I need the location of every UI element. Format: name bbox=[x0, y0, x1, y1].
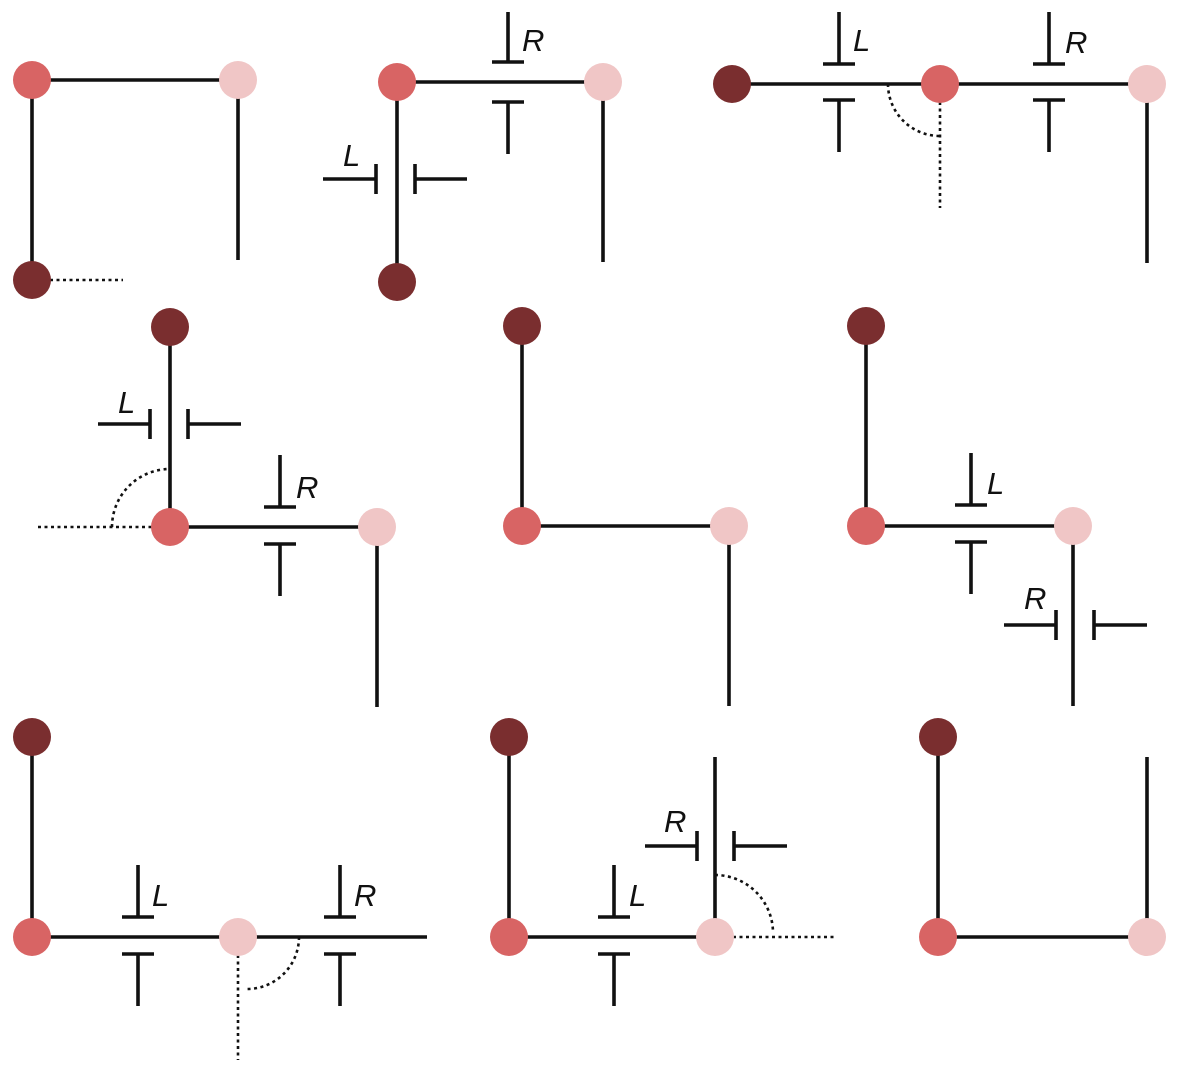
label-r: R bbox=[1065, 25, 1087, 60]
label-l: L bbox=[118, 385, 135, 420]
panel-7: L R bbox=[13, 718, 427, 1060]
panel-4: L R bbox=[38, 308, 396, 707]
left-marker: L bbox=[122, 865, 169, 1006]
right-marker: R bbox=[645, 804, 787, 861]
label-r: R bbox=[522, 23, 544, 58]
node-dark bbox=[847, 307, 885, 345]
dotted-arc bbox=[110, 467, 171, 528]
node-light bbox=[1128, 918, 1166, 956]
left-marker: L bbox=[598, 865, 646, 1006]
label-r: R bbox=[354, 878, 376, 913]
panel-6: L R bbox=[847, 307, 1147, 706]
right-marker: R bbox=[324, 865, 376, 1006]
left-marker: L bbox=[823, 12, 870, 152]
panel-2: R L bbox=[323, 12, 622, 301]
panel-9 bbox=[919, 718, 1166, 956]
node-dark bbox=[378, 263, 416, 301]
node-dark bbox=[503, 307, 541, 345]
panel-5 bbox=[503, 307, 748, 706]
node-mid bbox=[490, 918, 528, 956]
left-marker: L bbox=[955, 453, 1004, 594]
node-mid bbox=[503, 507, 541, 545]
node-dark bbox=[151, 308, 189, 346]
label-l: L bbox=[629, 878, 646, 913]
dotted-arc bbox=[246, 936, 301, 991]
node-light bbox=[1054, 507, 1092, 545]
label-l: L bbox=[152, 878, 169, 913]
left-marker: L bbox=[98, 385, 241, 439]
node-mid bbox=[378, 63, 416, 101]
right-marker: R bbox=[264, 455, 318, 596]
node-light bbox=[584, 63, 622, 101]
node-dark bbox=[919, 718, 957, 756]
label-l: L bbox=[853, 23, 870, 58]
node-mid bbox=[921, 65, 959, 103]
node-light bbox=[1128, 65, 1166, 103]
node-mid bbox=[13, 918, 51, 956]
right-marker: R bbox=[1004, 581, 1147, 640]
node-dark bbox=[13, 261, 51, 299]
label-r: R bbox=[664, 804, 686, 839]
panel-1 bbox=[13, 61, 257, 299]
node-mid bbox=[919, 918, 957, 956]
node-mid bbox=[847, 507, 885, 545]
panel-3: L R bbox=[713, 12, 1166, 263]
node-dark bbox=[490, 718, 528, 756]
right-marker: R bbox=[492, 12, 544, 154]
dotted-arc bbox=[886, 83, 941, 138]
node-dark bbox=[13, 718, 51, 756]
panel-8: L R bbox=[490, 718, 835, 1006]
node-light bbox=[358, 508, 396, 546]
node-light bbox=[219, 918, 257, 956]
node-light bbox=[696, 918, 734, 956]
dotted-arc bbox=[714, 873, 775, 934]
right-marker: R bbox=[1033, 12, 1087, 152]
label-r: R bbox=[1024, 581, 1046, 616]
node-light bbox=[710, 507, 748, 545]
node-mid bbox=[13, 61, 51, 99]
label-r: R bbox=[296, 470, 318, 505]
label-l: L bbox=[987, 466, 1004, 501]
label-l: L bbox=[343, 138, 360, 173]
left-marker: L bbox=[323, 138, 467, 194]
node-dark bbox=[713, 65, 751, 103]
node-mid bbox=[151, 508, 189, 546]
node-light bbox=[219, 61, 257, 99]
